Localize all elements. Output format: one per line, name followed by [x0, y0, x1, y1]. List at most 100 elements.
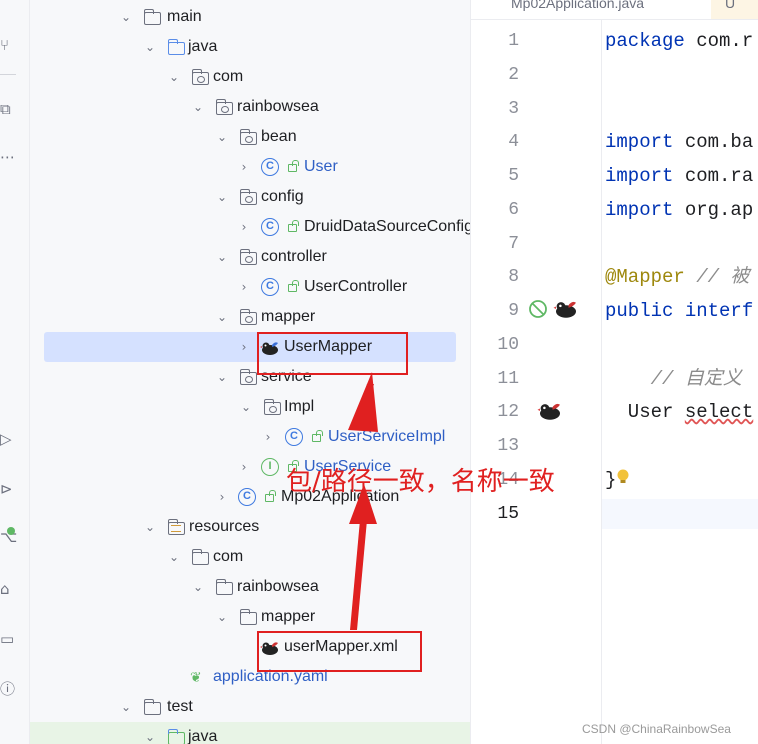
chevron-down-icon[interactable]: ⌄ [216, 130, 228, 144]
chevron-down-icon[interactable]: ⌄ [192, 100, 204, 114]
package-icon [239, 369, 257, 385]
code-line: import com.ba [605, 130, 753, 154]
chevron-down-icon[interactable]: ⌄ [120, 10, 132, 24]
line-number: 8 [508, 267, 519, 287]
tree-item-user[interactable]: › C User [30, 152, 470, 182]
chevron-right-icon[interactable]: › [241, 220, 247, 234]
folder-icon [143, 9, 161, 25]
chevron-right-icon[interactable]: › [265, 430, 271, 444]
terminal-icon[interactable]: ▭ [0, 630, 15, 648]
line-number: 14 [497, 470, 519, 490]
tab-usermapper[interactable]: U [711, 0, 758, 19]
chevron-down-icon[interactable]: ⌄ [240, 400, 252, 414]
tree-item-mapper[interactable]: ⌄ mapper [30, 302, 470, 332]
gutter-implement-icon[interactable] [527, 298, 549, 320]
tool-divider [0, 74, 16, 75]
tree-item-com-res[interactable]: ⌄ com [30, 542, 470, 572]
lock-icon [287, 460, 299, 472]
tree-item-label: rainbowsea [237, 578, 319, 595]
code-line: package com.r [605, 29, 753, 53]
annotation-text: 包/路径一致，名称一致 [286, 467, 555, 497]
structure-icon[interactable]: ⧉ [0, 100, 11, 118]
tree-item-java[interactable]: ⌄ java [30, 32, 470, 62]
bulb-icon[interactable] [616, 468, 630, 488]
tree-item-label: Impl [284, 398, 315, 415]
build-icon[interactable]: ⊳ [0, 480, 13, 498]
interface-icon: I [261, 458, 279, 476]
tree-item-main[interactable]: ⌄ main [30, 2, 470, 32]
tree-item-usermapper[interactable]: › UserMapper [44, 332, 456, 362]
line-number: 4 [508, 132, 519, 152]
tree-item-usercontroller[interactable]: › C UserController [30, 272, 470, 302]
tree-item-controller[interactable]: ⌄ controller [30, 242, 470, 272]
line-number: 6 [508, 200, 519, 220]
tree-item-com[interactable]: ⌄ com [30, 62, 470, 92]
chevron-right-icon[interactable]: › [241, 280, 247, 294]
project-tree: ⌄ main ⌄ java ⌄ com ⌄ rainbowsea ⌄ bean … [30, 0, 470, 744]
test-folder-icon [167, 729, 185, 744]
mybatis-bird-icon[interactable] [537, 401, 563, 421]
tree-item-service[interactable]: ⌄ service [30, 362, 470, 392]
tree-item-rainbowsea-res[interactable]: ⌄ rainbowsea [30, 572, 470, 602]
more-icon[interactable]: ⋯ [0, 148, 15, 166]
chevron-down-icon[interactable]: ⌄ [168, 70, 180, 84]
run-icon[interactable]: ▷ [0, 430, 12, 448]
tree-item-label: rainbowsea [237, 98, 319, 115]
tree-item-rainbowsea[interactable]: ⌄ rainbowsea [30, 92, 470, 122]
code-line: // 自定义 [605, 367, 742, 391]
code-text: org.ap [673, 199, 754, 221]
tree-item-druiddatasourceconfig[interactable]: › C DruidDataSourceConfig [30, 212, 470, 242]
code-line: User select [605, 400, 753, 424]
tree-item-mapper-res[interactable]: ⌄ mapper [30, 602, 470, 632]
tree-item-config[interactable]: ⌄ config [30, 182, 470, 212]
line-number: 10 [497, 335, 519, 355]
chevron-down-icon[interactable]: ⌄ [216, 190, 228, 204]
chevron-down-icon[interactable]: ⌄ [216, 370, 228, 384]
tree-item-bean[interactable]: ⌄ bean [30, 122, 470, 152]
tab-mp02application[interactable]: Mp02Application.java [511, 0, 645, 11]
tree-item-usermapper-xml[interactable]: userMapper.xml [30, 632, 470, 662]
deploy-icon[interactable]: ⌂ [0, 580, 10, 598]
chevron-down-icon[interactable]: ⌄ [144, 730, 156, 744]
code-editor[interactable]: Mp02Application.java U 1 2 3 4 5 6 7 8 9… [470, 0, 758, 744]
class-icon: C [285, 428, 303, 446]
mybatis-bird-icon[interactable] [553, 299, 579, 319]
chevron-right-icon[interactable]: › [241, 160, 247, 174]
tree-item-label: config [261, 188, 304, 205]
tree-item-label: UserService [304, 458, 392, 475]
tree-item-resources[interactable]: ⌄ resources [30, 512, 470, 542]
package-icon [191, 69, 209, 85]
chevron-right-icon[interactable]: › [241, 460, 247, 474]
tree-item-application-yaml[interactable]: ❦ application.yaml [30, 662, 470, 692]
problems-icon[interactable]: ⓘ [0, 680, 16, 698]
code-text: User [605, 401, 685, 423]
highlight-box-usermapper [257, 332, 408, 375]
code-line: } [605, 468, 616, 492]
chevron-right-icon[interactable]: › [219, 490, 225, 504]
chevron-down-icon[interactable]: ⌄ [120, 700, 132, 714]
tree-item-userserviceimpl[interactable]: › C UserServiceImpl [30, 422, 470, 452]
tool-strip: ⑂ ⧉ ⋯ ▷ ⊳ ⌥ ⌂ ▭ ⓘ [0, 0, 30, 744]
chevron-down-icon[interactable]: ⌄ [144, 520, 156, 534]
line-number: 13 [497, 436, 519, 456]
tree-item-label: main [167, 8, 202, 25]
chevron-down-icon[interactable]: ⌄ [216, 310, 228, 324]
code-keyword: package [605, 30, 685, 52]
chevron-down-icon[interactable]: ⌄ [192, 580, 204, 594]
chevron-down-icon[interactable]: ⌄ [144, 40, 156, 54]
tree-item-impl[interactable]: ⌄ Impl [30, 392, 470, 422]
chevron-down-icon[interactable]: ⌄ [216, 250, 228, 264]
tree-item-test[interactable]: ⌄ test [30, 692, 470, 722]
lock-icon [311, 430, 323, 442]
branch-icon[interactable]: ⑂ [0, 36, 10, 54]
tree-item-userservice[interactable]: › I UserService [30, 452, 470, 482]
tree-item-java-test[interactable]: ⌄ java [30, 722, 470, 744]
chevron-right-icon[interactable]: › [241, 340, 247, 354]
code-keyword: public [605, 300, 674, 322]
code-keyword: import [605, 131, 674, 153]
tree-item-label: UserController [304, 278, 408, 295]
chevron-down-icon[interactable]: ⌄ [168, 550, 180, 564]
chevron-down-icon[interactable]: ⌄ [216, 610, 228, 624]
tree-item-label: mapper [261, 308, 316, 325]
folder-icon [191, 549, 209, 565]
